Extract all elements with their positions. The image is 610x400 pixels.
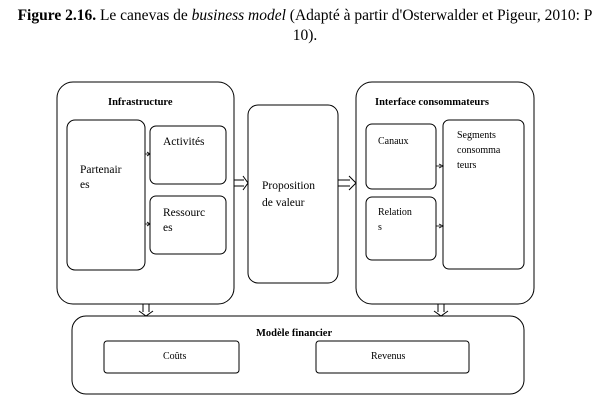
couts-label: Coûts xyxy=(163,351,187,362)
arrow-relations-segments xyxy=(436,223,444,229)
caption-text-before: Le canevas de xyxy=(96,7,192,24)
proposition-box xyxy=(247,104,339,284)
infrastructure-box xyxy=(56,81,235,305)
arrow-proposition-to-interface xyxy=(338,175,357,191)
ressources-box xyxy=(149,195,227,255)
small-arrows xyxy=(145,151,444,229)
modele-financier-label: Modèle financier xyxy=(256,328,333,339)
activites-label: Activités xyxy=(163,136,205,148)
segments-label: Segments consomma teurs xyxy=(457,130,501,171)
figure-caption: Figure 2.16. Le canevas de business mode… xyxy=(0,6,610,46)
canaux-box xyxy=(365,123,437,190)
modele-financier-box xyxy=(71,315,525,395)
segments-box xyxy=(442,119,525,270)
relations-label: Relation s xyxy=(378,207,412,233)
revenus-box xyxy=(315,340,470,374)
interface-box xyxy=(355,81,535,305)
partenaires-box xyxy=(66,119,146,271)
interface-label: Interface consommateurs xyxy=(375,97,490,108)
arrow-interface-down xyxy=(433,304,449,317)
arrow-infra-to-proposition xyxy=(234,175,249,191)
arrow-infra-down xyxy=(138,304,154,317)
revenus-label: Revenus xyxy=(371,351,406,362)
arrow-partenaires-ressources xyxy=(145,221,151,227)
infrastructure-label: Infrastructure xyxy=(108,97,173,108)
caption-text-after: (Adapté à partir d'Osterwalder et Pigeur… xyxy=(285,7,593,24)
relations-box xyxy=(365,196,437,261)
couts-box xyxy=(103,340,240,374)
caption-line2: 10). xyxy=(292,27,318,44)
activites-box xyxy=(149,125,227,185)
figure-label: Figure 2.16. xyxy=(17,7,97,24)
caption-italic: business model xyxy=(191,7,286,24)
arrow-canaux-segments xyxy=(436,163,444,169)
arrow-partenaires-activites xyxy=(145,151,151,157)
canaux-label: Canaux xyxy=(378,136,409,147)
arrows xyxy=(138,175,449,317)
partenaires-label: Partenair es xyxy=(80,164,122,191)
ressources-label: Ressourc es xyxy=(163,207,206,234)
proposition-label: Proposition de valeur xyxy=(262,180,316,209)
